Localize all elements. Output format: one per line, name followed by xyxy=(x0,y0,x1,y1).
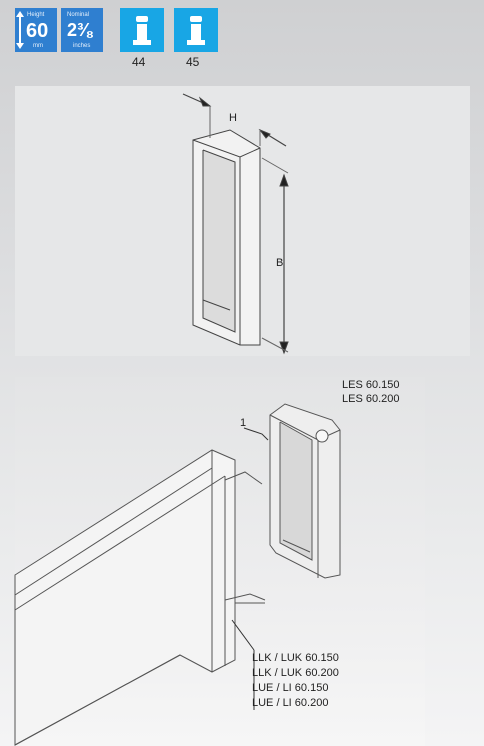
end-cap-label-1: LES 60.150 xyxy=(342,379,400,391)
part-label-4: LUE / LI 60.200 xyxy=(252,697,328,709)
nominal-value: 2⅜ xyxy=(67,20,93,40)
height-badge: Height 60 mm xyxy=(15,8,57,52)
info-icon-45[interactable] xyxy=(174,8,218,52)
part-label-3: LUE / LI 60.150 xyxy=(252,682,328,694)
height-label: Height xyxy=(27,12,45,18)
nominal-label: Nominal xyxy=(67,12,90,18)
info-icon-44[interactable] xyxy=(120,8,164,52)
info-icon xyxy=(190,16,202,22)
height-value: 60 xyxy=(26,20,49,42)
info-icon xyxy=(136,16,148,22)
part-label-2: LLK / LUK 60.200 xyxy=(252,667,339,679)
part-label-1: LLK / LUK 60.150 xyxy=(252,652,339,664)
label-h: H xyxy=(229,112,237,124)
info-number-44: 44 xyxy=(132,55,146,69)
part-number-1: 1 xyxy=(240,417,246,429)
nominal-badge: Nominal 2⅜ inches xyxy=(61,8,103,52)
height-arrow-icon xyxy=(16,11,24,49)
height-unit: mm xyxy=(33,43,43,49)
info-number-45: 45 xyxy=(186,55,200,69)
label-b: B xyxy=(276,257,283,269)
nominal-unit: inches xyxy=(73,43,91,49)
end-cap-label-2: LES 60.200 xyxy=(342,393,400,405)
